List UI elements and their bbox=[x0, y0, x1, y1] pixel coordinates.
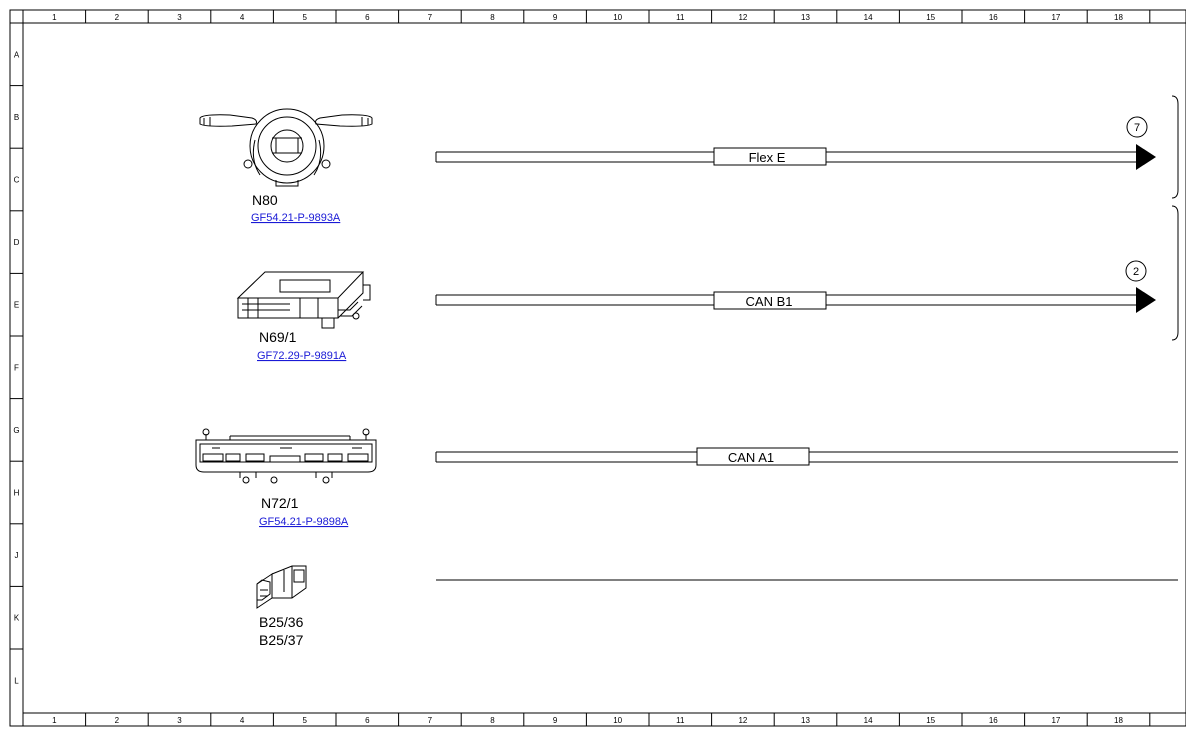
ruler-row-label: G bbox=[13, 426, 19, 435]
bus-label-can-b1: CAN B1 bbox=[746, 294, 793, 309]
ruler-column-label: 18 bbox=[1114, 716, 1123, 725]
ruler-column-label: 8 bbox=[490, 716, 495, 725]
ruler-column-label: 15 bbox=[926, 716, 935, 725]
ruler-row-label: A bbox=[14, 50, 20, 59]
ruler-column-label: 1 bbox=[52, 716, 57, 725]
ruler-row-label: L bbox=[14, 676, 19, 685]
n72-1-control-panel-icon[interactable] bbox=[195, 428, 377, 484]
bus-label-flex-e: Flex E bbox=[749, 150, 786, 165]
ruler-column-label: 11 bbox=[676, 716, 685, 725]
component-id-n69-1: N69/1 bbox=[259, 329, 297, 345]
component-ref-n72-1[interactable]: GF54.21-P-9898A bbox=[259, 516, 349, 528]
ruler-column-label: 14 bbox=[864, 13, 873, 22]
ruler-row-label: E bbox=[14, 301, 19, 310]
outer-frame bbox=[9, 9, 1186, 727]
connector-marker-2[interactable]: 2 bbox=[1125, 260, 1147, 282]
can-b1-arrow-icon bbox=[1136, 287, 1156, 313]
connector-marker-7[interactable]: 7 bbox=[1126, 116, 1148, 138]
connector-number-2: 2 bbox=[1133, 266, 1139, 278]
bus-label-box-can-a1 bbox=[696, 447, 810, 466]
ruler-column-label: 7 bbox=[428, 716, 433, 725]
ruler-column-label: 15 bbox=[926, 13, 935, 22]
ruler-column-label: 16 bbox=[989, 13, 998, 22]
ruler-column-label: 5 bbox=[302, 13, 307, 22]
ruler-column-label: 13 bbox=[801, 716, 810, 725]
ruler-column-label: 11 bbox=[676, 13, 685, 22]
ruler-column-label: 2 bbox=[115, 13, 120, 22]
ruler-column-label: 5 bbox=[302, 716, 307, 725]
ruler-column-label: 9 bbox=[553, 716, 558, 725]
ruler-column-label: 7 bbox=[428, 13, 433, 22]
bus-can-b1[interactable]: CAN B1 bbox=[435, 287, 1156, 313]
ruler-column-label: 1 bbox=[52, 13, 57, 22]
ruler-column-label: 10 bbox=[613, 13, 622, 22]
ruler-row-label: D bbox=[14, 238, 20, 247]
flex-e-arrow-icon bbox=[1136, 144, 1156, 170]
ruler-column-label: 17 bbox=[1051, 716, 1060, 725]
ruler-column-label: 2 bbox=[115, 716, 120, 725]
component-id-n72-1: N72/1 bbox=[261, 495, 299, 511]
component-ref-n69-1[interactable]: GF72.29-P-9891A bbox=[257, 350, 347, 362]
bus-label-can-a1: CAN A1 bbox=[728, 450, 774, 465]
left-ruler: A B C D E F G H J K L bbox=[10, 22, 23, 685]
ruler-row-label: K bbox=[14, 614, 20, 623]
ruler-column-label: 12 bbox=[738, 13, 747, 22]
component-id-n80: N80 bbox=[252, 192, 278, 208]
n69-1-control-unit-icon[interactable] bbox=[236, 271, 371, 329]
ruler-column-label: 8 bbox=[490, 13, 495, 22]
bus-label-box-can-b1 bbox=[713, 291, 827, 310]
ruler-column-label: 17 bbox=[1051, 13, 1060, 22]
ruler-column-label: 4 bbox=[240, 13, 245, 22]
ruler-column-label: 4 bbox=[240, 716, 245, 725]
ruler-column-label: 9 bbox=[553, 13, 558, 22]
bus-label-box-flex-e bbox=[713, 147, 827, 166]
b25-36-sensor-icon[interactable] bbox=[256, 565, 307, 609]
ruler-column-label: 13 bbox=[801, 13, 810, 22]
ruler-column-label: 18 bbox=[1114, 13, 1123, 22]
ruler-row-label: F bbox=[14, 363, 19, 372]
ruler-column-label: 12 bbox=[738, 716, 747, 725]
bus-flex-e[interactable]: Flex E bbox=[435, 144, 1156, 170]
ruler-row-label: C bbox=[14, 176, 20, 185]
bus-can-a1[interactable]: CAN A1 bbox=[435, 447, 1178, 466]
ruler-row-label: J bbox=[15, 551, 19, 560]
ruler-row-label: B bbox=[14, 113, 19, 122]
connector-number-7: 7 bbox=[1134, 122, 1140, 134]
ruler-column-label: 10 bbox=[613, 716, 622, 725]
ruler-column-label: 6 bbox=[365, 716, 370, 725]
component-ref-n80[interactable]: GF54.21-P-9893A bbox=[251, 212, 341, 224]
component-id-b25-37: B25/37 bbox=[259, 632, 304, 648]
inner-frame bbox=[22, 22, 1186, 714]
ruler-row-label: H bbox=[14, 489, 20, 498]
ruler-column-label: 6 bbox=[365, 13, 370, 22]
component-id-b25-36: B25/36 bbox=[259, 614, 304, 630]
ruler-column-label: 14 bbox=[864, 716, 873, 725]
ruler-column-label: 3 bbox=[177, 13, 182, 22]
right-bracket bbox=[1171, 95, 1179, 341]
n80-steering-switch-icon[interactable] bbox=[199, 108, 373, 187]
ruler-column-label: 3 bbox=[177, 716, 182, 725]
ruler-column-label: 16 bbox=[989, 716, 998, 725]
